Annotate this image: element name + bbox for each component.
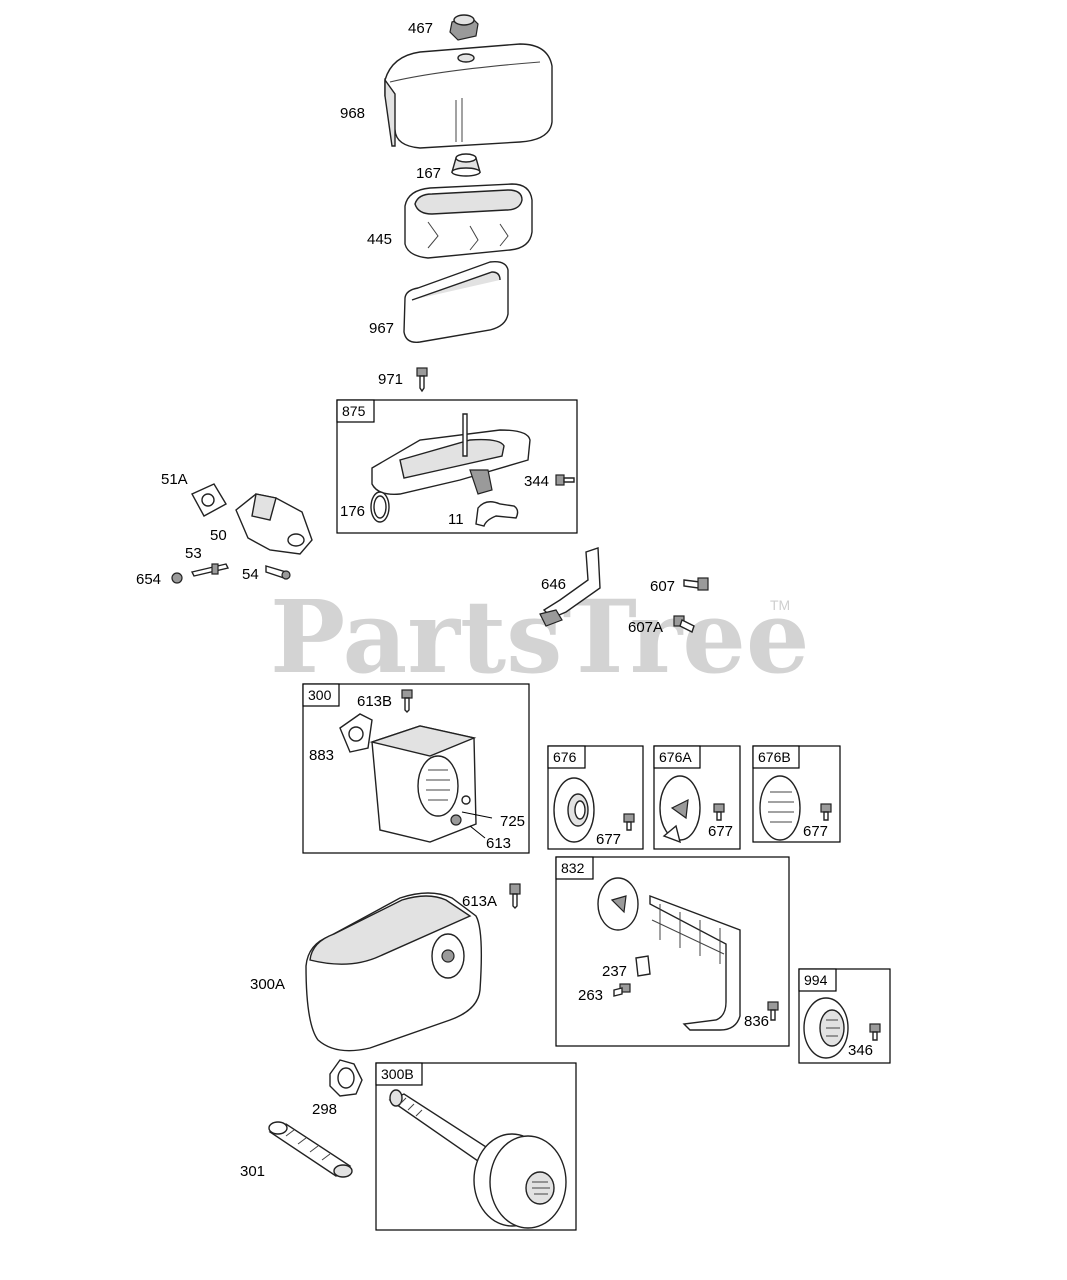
watermark-trademark: TM [770, 597, 790, 613]
box-676a-label: 676A [659, 749, 692, 765]
callout-613: 613 [486, 835, 511, 852]
part-994-spark-arrester[interactable] [803, 997, 849, 1059]
callout-677-c: 677 [803, 823, 828, 840]
callout-971: 971 [378, 371, 403, 388]
part-300b-muffler[interactable] [388, 1089, 567, 1229]
part-51a-gasket[interactable] [191, 483, 227, 517]
part-467-knob[interactable] [449, 14, 479, 41]
part-344-screw[interactable] [555, 474, 575, 486]
callout-11: 11 [448, 511, 464, 528]
part-263-screw[interactable] [613, 983, 631, 997]
callout-167: 167 [416, 165, 441, 182]
box-994-label: 994 [804, 972, 828, 988]
part-300a-muffler[interactable] [305, 892, 483, 1052]
box-676a: 676A [653, 745, 741, 850]
box-994: 994 [798, 968, 891, 1064]
part-613a-screw[interactable] [509, 883, 521, 909]
part-676a-deflector[interactable] [659, 775, 701, 844]
callout-607a: 607A [628, 619, 663, 636]
callout-883: 883 [309, 747, 334, 764]
box-875: 875 [336, 399, 578, 534]
part-967-precleaner[interactable] [403, 260, 509, 343]
box-300b-label: 300B [381, 1066, 414, 1082]
callout-725: 725 [500, 813, 525, 830]
callout-607: 607 [650, 578, 675, 595]
part-445-filter[interactable] [404, 183, 533, 259]
callout-346: 346 [848, 1042, 873, 1059]
part-654-nut[interactable] [171, 572, 183, 584]
part-677-screw-b[interactable] [713, 803, 725, 821]
callout-344: 344 [524, 473, 549, 490]
part-676-deflector[interactable] [553, 777, 595, 843]
box-300: 300 [302, 683, 530, 854]
callout-53: 53 [185, 545, 202, 562]
callout-298: 298 [312, 1101, 337, 1118]
callout-467: 467 [408, 20, 433, 37]
callout-677-a: 677 [596, 831, 621, 848]
part-298-lock-washer[interactable] [329, 1059, 363, 1097]
callout-646: 646 [541, 576, 566, 593]
callout-237: 237 [602, 963, 627, 980]
watermark: PartsTree [270, 578, 810, 696]
part-54-screw[interactable] [265, 565, 291, 580]
part-11-elbow[interactable] [475, 501, 519, 527]
callout-50: 50 [210, 527, 227, 544]
box-676-label: 676 [553, 749, 577, 765]
part-883-gasket[interactable] [339, 713, 373, 753]
callout-654: 654 [136, 571, 161, 588]
part-832-heat-shield[interactable] [597, 877, 741, 1031]
part-968-cover[interactable] [384, 43, 553, 149]
callout-613a: 613A [462, 893, 497, 910]
callout-300a: 300A [250, 976, 285, 993]
part-237-clip[interactable] [635, 955, 651, 977]
box-875-label: 875 [342, 403, 366, 419]
callout-836: 836 [744, 1013, 769, 1030]
callout-445: 445 [367, 231, 392, 248]
callout-176: 176 [340, 503, 365, 520]
callout-301: 301 [240, 1163, 265, 1180]
box-300-label: 300 [308, 687, 332, 703]
part-646-bracket[interactable] [539, 547, 601, 627]
part-300-muffler[interactable] [369, 725, 493, 843]
box-832-label: 832 [561, 860, 585, 876]
part-346-screw[interactable] [869, 1023, 881, 1041]
part-676b-deflector[interactable] [759, 775, 801, 841]
callout-967: 967 [369, 320, 394, 337]
callout-613b: 613B [357, 693, 392, 710]
part-875-base[interactable] [371, 413, 531, 495]
callout-54: 54 [242, 566, 259, 583]
box-832: 832 [555, 856, 790, 1047]
part-613b-screw[interactable] [401, 689, 413, 713]
part-607a-screw[interactable] [673, 615, 695, 633]
box-676b-label: 676B [758, 749, 791, 765]
box-676: 676 [547, 745, 644, 850]
part-167-grommet[interactable] [451, 153, 481, 177]
callout-263: 263 [578, 987, 603, 1004]
part-971-screw[interactable] [416, 367, 428, 393]
part-50-intake[interactable] [235, 493, 313, 555]
part-677-screw-a[interactable] [623, 813, 635, 831]
callout-968: 968 [340, 105, 365, 122]
box-300b: 300B [375, 1062, 577, 1231]
part-53-stud[interactable] [190, 563, 230, 577]
callout-51a: 51A [161, 471, 188, 488]
part-836-screw[interactable] [767, 1001, 779, 1021]
part-677-screw-c[interactable] [820, 803, 832, 821]
part-607-screw[interactable] [683, 577, 709, 591]
part-176-gasket[interactable] [370, 491, 390, 523]
callout-677-b: 677 [708, 823, 733, 840]
part-301-nipple[interactable] [268, 1121, 353, 1178]
box-676b: 676B [752, 745, 841, 843]
